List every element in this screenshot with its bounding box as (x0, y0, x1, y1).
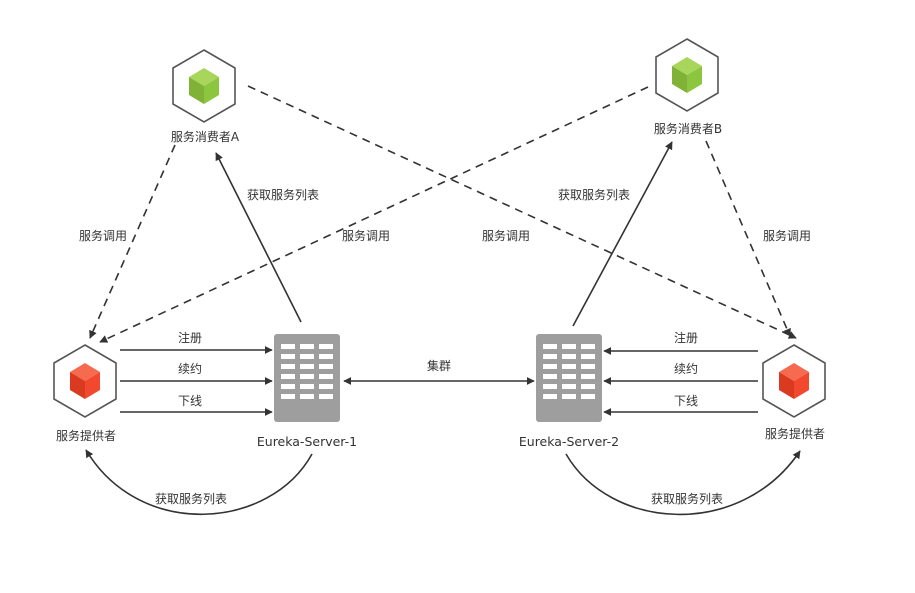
consumer-a-label: 服务消费者A (171, 129, 240, 144)
fetch-b-label: 获取服务列表 (558, 187, 630, 202)
consumer-b-cube-icon (655, 38, 719, 112)
provider-left-node: 服务提供者 (53, 344, 117, 443)
consumer-a-cube-icon (172, 49, 236, 123)
provider-right-label: 服务提供者 (765, 426, 825, 441)
renew-left-label: 续约 (178, 361, 202, 376)
eureka-server-1-node: Eureka-Server-1 (257, 334, 357, 449)
server-2-rack-icon (536, 334, 602, 422)
call-b-right-label: 服务调用 (763, 228, 811, 243)
cancel-left-label: 下线 (178, 394, 202, 408)
call-a-left-label: 服务调用 (79, 228, 127, 243)
fetch-left-bottom-label: 获取服务列表 (155, 491, 227, 506)
register-left-label: 注册 (178, 330, 202, 345)
fetch-b-arrow (572, 141, 673, 327)
call-b-right-arrow (705, 140, 791, 337)
consumer-b-label: 服务消费者B (654, 121, 722, 136)
provider-left-cube-icon (53, 344, 117, 418)
eureka-server-2-node: Eureka-Server-2 (519, 334, 619, 449)
server-1-rack-icon (274, 334, 340, 422)
provider-right-node: 服务提供者 (762, 344, 826, 441)
cancel-right-label: 下线 (674, 394, 698, 408)
cluster-label: 集群 (427, 358, 451, 373)
provider-right-cube-icon (762, 344, 826, 418)
fetch-a-arrow (215, 152, 302, 323)
call-a-right-label: 服务调用 (482, 228, 530, 243)
call-a-right-arrow (247, 85, 797, 339)
call-b-left-label: 服务调用 (342, 228, 390, 243)
consumer-a-node: 服务消费者A (171, 49, 240, 144)
server-2-label: Eureka-Server-2 (519, 434, 619, 449)
fetch-right-bottom-arrow (565, 450, 801, 516)
fetch-a-label: 获取服务列表 (247, 187, 319, 202)
provider-left-label: 服务提供者 (56, 428, 116, 443)
call-b-left-arrow (99, 86, 649, 343)
call-a-left-arrow (89, 144, 176, 339)
server-1-label: Eureka-Server-1 (257, 434, 357, 449)
fetch-left-bottom-arrow (85, 449, 313, 516)
fetch-right-bottom-label: 获取服务列表 (651, 491, 723, 506)
consumer-b-node: 服务消费者B (654, 38, 722, 136)
register-right-label: 注册 (674, 330, 698, 345)
renew-right-label: 续约 (674, 361, 698, 376)
